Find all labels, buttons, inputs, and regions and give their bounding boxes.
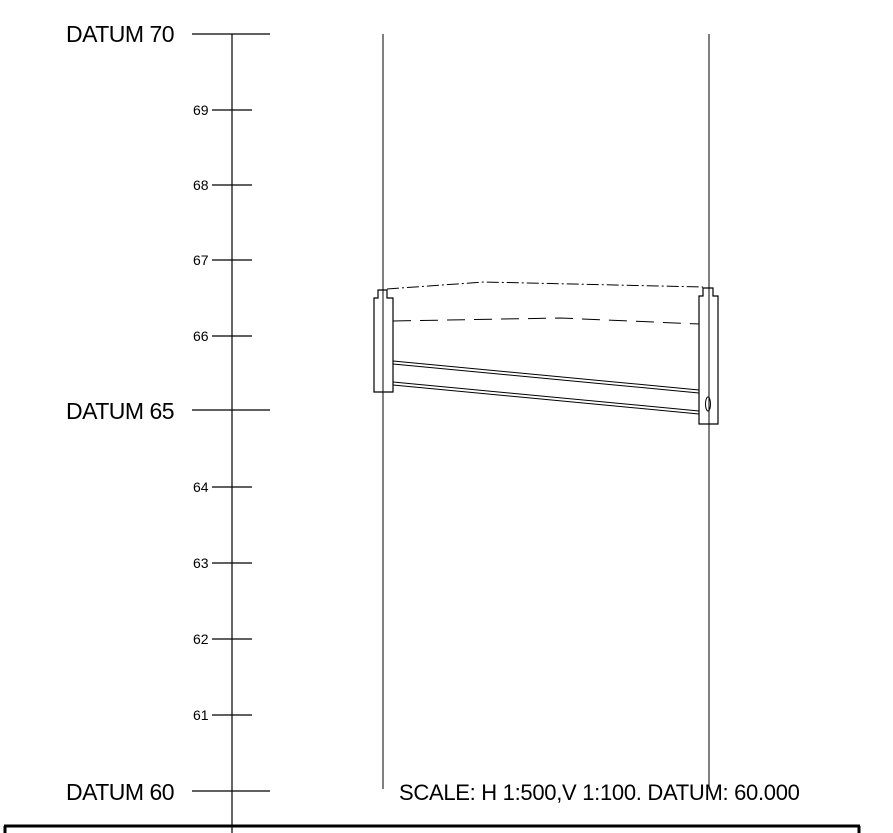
manhole-left [373, 289, 394, 393]
manhole-right [698, 287, 719, 425]
tick-69-label: 69 [193, 102, 209, 118]
pipe-section [392, 360, 700, 415]
tick-62: 62 [193, 631, 252, 647]
manhole-right-outlet [705, 396, 711, 412]
tick-69: 69 [193, 102, 252, 118]
datum-70: DATUM 70 [66, 21, 270, 47]
tick-68: 68 [193, 177, 252, 193]
scale-note: SCALE: H 1:500,V 1:100. DATUM: 60.000 [399, 780, 800, 805]
tick-63-label: 63 [193, 555, 209, 571]
manhole-right-outline [698, 287, 719, 425]
tick-66: 66 [193, 328, 252, 344]
pipe-crown-line-2 [392, 363, 700, 394]
datum-60: DATUM 60 [66, 779, 270, 805]
datum-65: DATUM 65 [66, 398, 270, 424]
tick-64: 64 [193, 479, 252, 495]
ground-level-line [386, 281, 704, 290]
datum-60-label: DATUM 60 [66, 779, 174, 805]
tick-61: 61 [193, 707, 252, 723]
existing-level-line [392, 317, 700, 325]
tick-63: 63 [193, 555, 252, 571]
data-table-frame [3, 824, 861, 833]
tick-67-label: 67 [193, 252, 209, 268]
tick-68-label: 68 [193, 177, 209, 193]
pipe-invert-line-2 [392, 384, 700, 415]
tick-64-label: 64 [193, 479, 209, 495]
tick-67: 67 [193, 252, 252, 268]
datum-70-label: DATUM 70 [66, 21, 174, 47]
tick-62-label: 62 [193, 631, 209, 647]
pipe-invert-line-1 [392, 381, 700, 412]
datum-65-label: DATUM 65 [66, 398, 174, 424]
tick-66-label: 66 [193, 328, 209, 344]
tick-61-label: 61 [193, 707, 209, 723]
pipe-crown-line-1 [392, 360, 700, 391]
manhole-left-outline [373, 289, 394, 393]
